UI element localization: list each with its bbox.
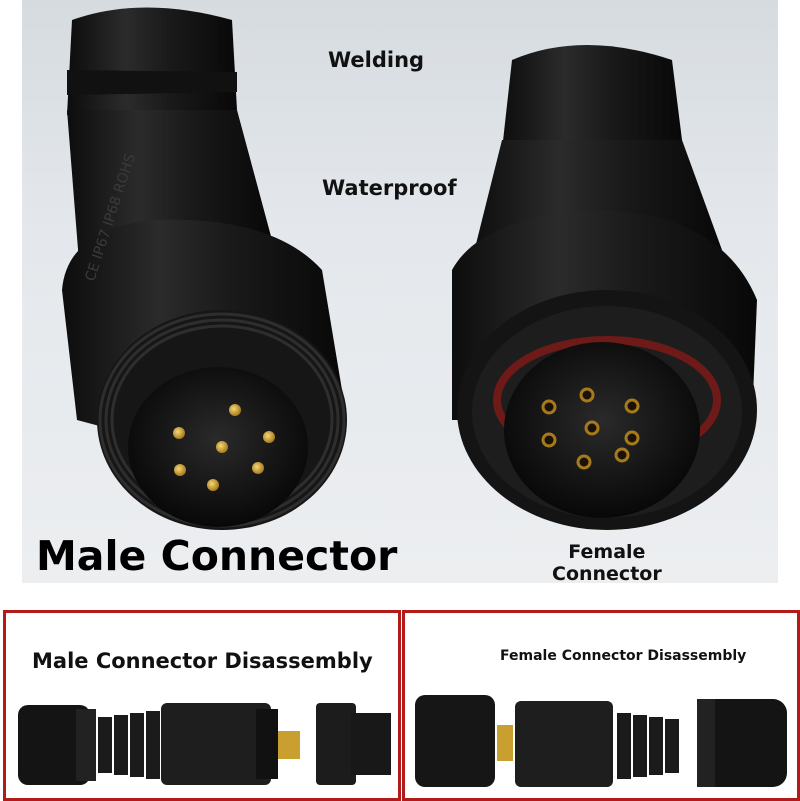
male-disassembly-image: [18, 703, 391, 785]
male-disassembly-panel: Male Connector Disassembly: [3, 610, 401, 801]
product-photo: CE IP67 IP68 ROHS Welding Wat: [22, 0, 778, 583]
female-connector: [452, 45, 757, 530]
label-female-line2: Connector: [552, 563, 662, 583]
male-connector: CE IP67 IP68 ROHS: [62, 7, 347, 530]
male-pins: [173, 404, 275, 491]
label-female-connector: Female Connector: [552, 541, 662, 583]
female-disassembly-panel: Female Connector Disassembly: [402, 610, 800, 801]
connector-illustration: CE IP67 IP68 ROHS: [62, 7, 757, 530]
label-male-connector: Male Connector: [36, 532, 398, 580]
female-sockets: [541, 387, 640, 470]
label-female-line1: Female: [568, 541, 646, 563]
female-disassembly-image: [415, 695, 787, 787]
label-welding: Welding: [328, 48, 425, 72]
female-disassembly-title: Female Connector Disassembly: [500, 648, 747, 664]
male-disassembly-title: Male Connector Disassembly: [32, 649, 373, 673]
label-waterproof: Waterproof: [322, 176, 457, 200]
